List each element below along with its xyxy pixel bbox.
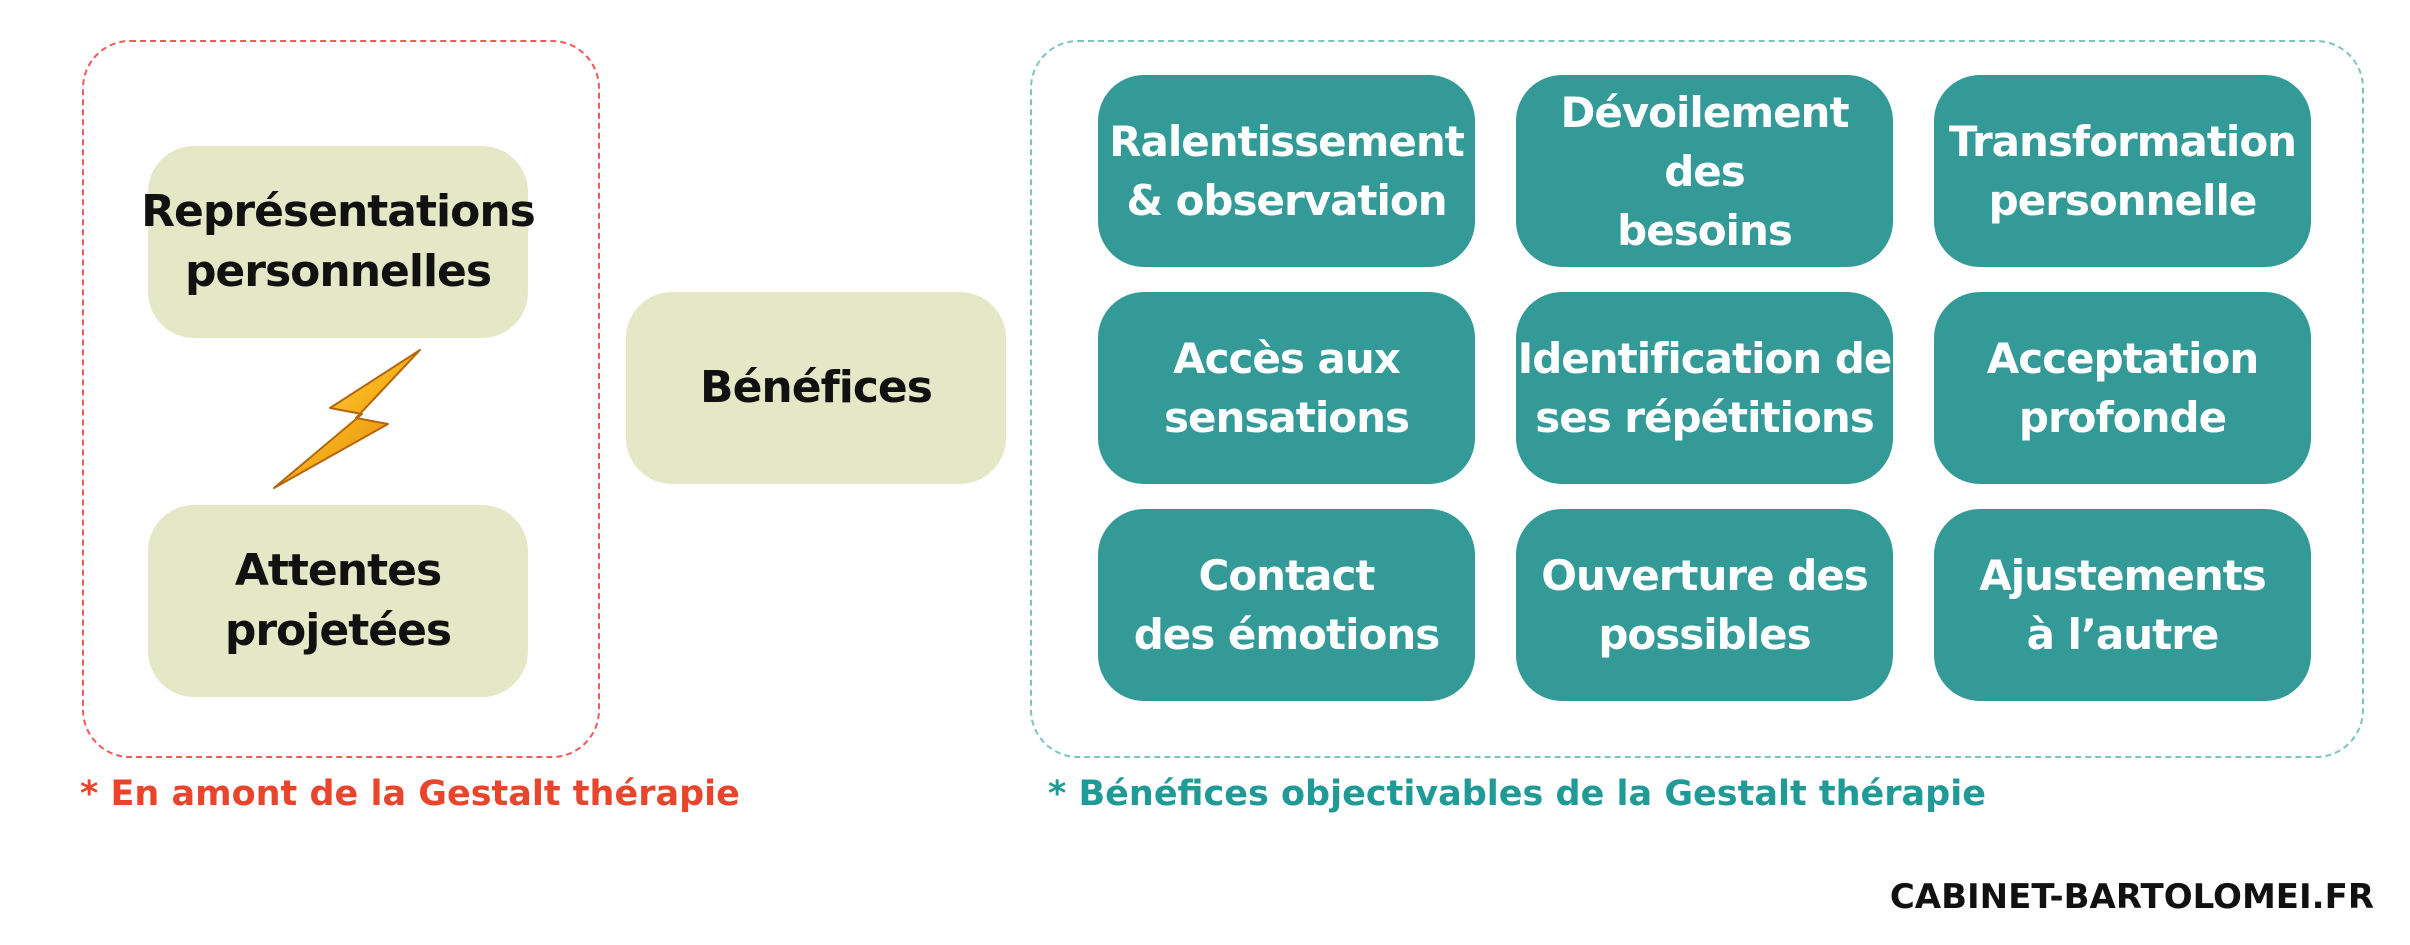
benefits-frame xyxy=(1030,40,2364,758)
benefit-contact: Contact des émotions xyxy=(1098,509,1475,701)
benefit-ralentissement: Ralentissement & observation xyxy=(1098,75,1475,267)
benefit-identification: Identification de ses répétitions xyxy=(1516,292,1893,484)
attentes-box: Attentes projetées xyxy=(148,505,528,697)
benefit-ouverture: Ouverture des possibles xyxy=(1516,509,1893,701)
benefits-caption: * Bénéfices objectivables de la Gestalt … xyxy=(1048,774,1986,814)
benefit-ajustements: Ajustements à l’autre xyxy=(1934,509,2311,701)
representations-box: Représentations personnelles xyxy=(141,146,536,338)
upstream-caption: * En amont de la Gestalt thérapie xyxy=(80,774,740,814)
benefit-devoilement: Dévoilement des besoins xyxy=(1516,75,1893,267)
benefit-acces: Accès aux sensations xyxy=(1098,292,1475,484)
site-label: CABINET-BARTOLOMEI.FR xyxy=(1889,877,2374,917)
upstream-frame xyxy=(82,40,600,758)
lightning-icon xyxy=(273,349,421,489)
benefit-acceptation: Acceptation profonde xyxy=(1934,292,2311,484)
benefit-transformation: Transformation personnelle xyxy=(1934,75,2311,267)
benefices-box: Bénéfices xyxy=(626,292,1006,484)
